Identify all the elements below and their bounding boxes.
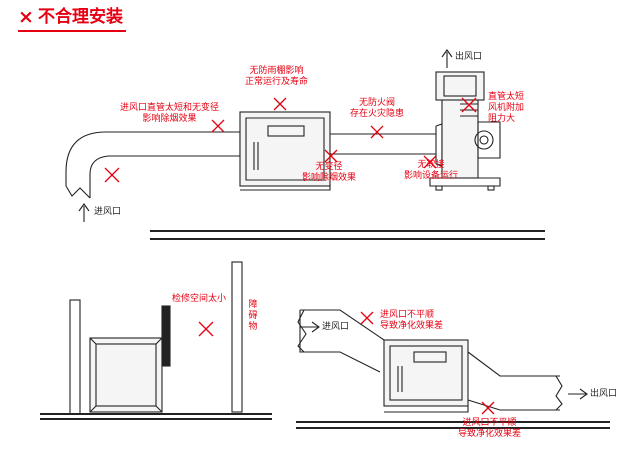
cross-fan-pipe [461, 97, 477, 113]
bottom-right-crosses [360, 311, 495, 415]
top-system [65, 71, 501, 199]
outlet-pipe [330, 133, 436, 155]
label-right-air-inlet: 进风口 [322, 322, 350, 332]
note-outlet-uneven: 进风口不平顺 导致净化效果差 [458, 418, 522, 439]
bottom-right-arrows [300, 321, 588, 400]
fan-motor [477, 121, 501, 159]
cross-inlet-pipe [211, 119, 225, 133]
bottom-left-scene [40, 261, 272, 420]
fan-housing [441, 97, 479, 179]
wall [69, 299, 81, 415]
top-crosses [104, 97, 477, 183]
cross-soft-joint [423, 155, 437, 169]
label-air-outlet: 出风口 [455, 52, 483, 62]
note-fan-pipe-short: 直管太短 风机附加 阻力大 [488, 92, 525, 124]
inlet-arrow [78, 203, 90, 222]
outlet-duct [467, 351, 560, 411]
obstacle [231, 261, 243, 413]
title-cross-icon: × [18, 6, 34, 28]
fan-base [429, 177, 501, 187]
access-panel [161, 305, 171, 367]
right-inlet-arrow [300, 321, 320, 333]
section-divider [150, 230, 545, 240]
note-inlet-uneven: 进风口不平顺 导致净化效果差 [380, 310, 444, 331]
inlet-duct [299, 309, 385, 373]
page-title: 不合理安装 [38, 7, 123, 27]
cross-inlet-uneven [360, 311, 374, 325]
outlet-arrow [441, 49, 453, 68]
cross-inlet [104, 167, 120, 183]
title-underline [18, 30, 126, 32]
inlet-elbow [65, 131, 240, 198]
note-no-reducer: 无变径 影响除烟效果 [302, 162, 357, 183]
cross-fire-valve [370, 125, 384, 139]
cross-outlet-uneven [481, 401, 495, 415]
unit-body-left [89, 337, 163, 413]
note-no-fire-valve: 无防火阀 存在火灾隐患 [350, 98, 405, 119]
inlet-opening [65, 185, 91, 199]
label-air-inlet: 进风口 [94, 207, 122, 217]
top-arrows [78, 49, 453, 222]
cross-reducer [324, 149, 338, 163]
right-outlet-arrow [568, 388, 588, 400]
cross-service-space [198, 321, 214, 337]
note-service-space: 检修空间太小 [172, 294, 227, 304]
note-no-soft-joint: 无软接 影响设备运行 [404, 160, 459, 181]
bottom-right-scene [296, 309, 610, 429]
label-right-air-outlet: 出风口 [590, 389, 618, 399]
note-no-rain-shed: 无防雨棚影响 正常运行及寿命 [245, 66, 309, 87]
cross-rain-shed [273, 97, 287, 111]
note-inlet-pipe-short: 进风口直管太短和无变径 影响除烟效果 [120, 103, 220, 124]
unit-window-right [413, 351, 447, 363]
note-obstacle: 障碍物 [248, 300, 258, 332]
purifier-window [267, 125, 305, 137]
bottom-left-crosses [198, 321, 214, 337]
unit-body-right [383, 339, 469, 407]
purifier-body [239, 111, 331, 187]
